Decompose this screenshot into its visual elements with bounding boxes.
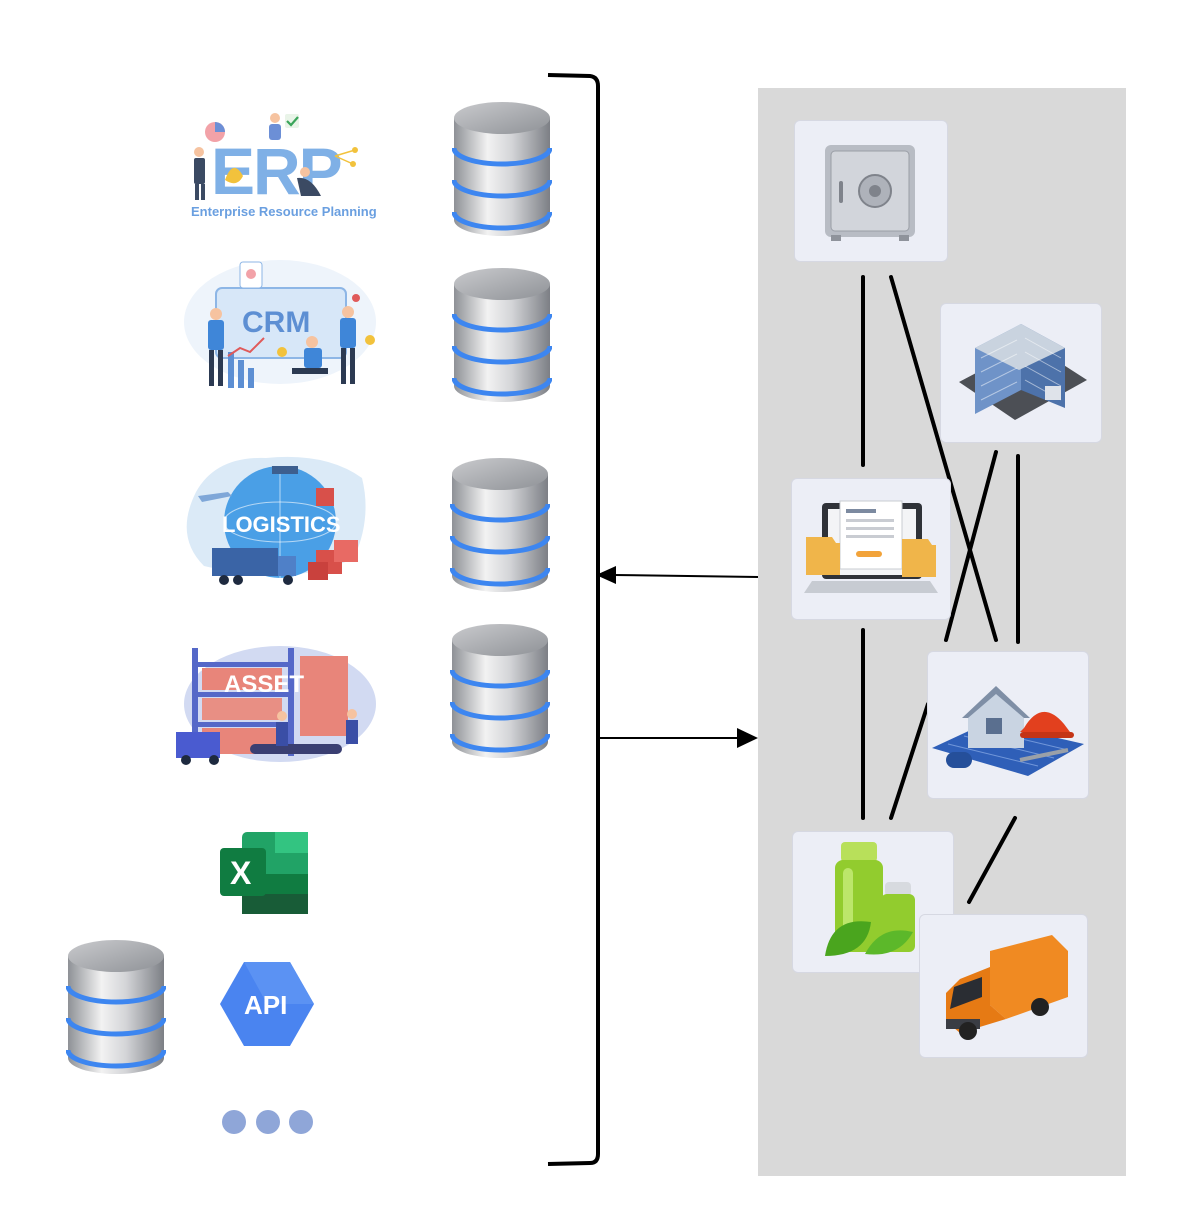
logistics-database-icon: [449, 456, 551, 596]
purchase-order-laptop-icon: [804, 500, 938, 593]
excel-icon: X: [218, 830, 310, 916]
arrow-inbound: [613, 574, 759, 578]
logistics-illustration: LOGISTICS: [176, 452, 376, 592]
bracket: [547, 73, 600, 1166]
erp-subtitle: Enterprise Resource Planning: [191, 204, 377, 219]
excel-letter: X: [230, 855, 252, 891]
generic-database-icon: [65, 938, 167, 1078]
erp-database-icon: [451, 100, 553, 240]
office-building-node[interactable]: [940, 303, 1102, 443]
api-label: API: [244, 990, 287, 1020]
api-icon: API: [218, 960, 316, 1048]
safe-node[interactable]: [794, 120, 948, 262]
purchase-order-node[interactable]: [791, 478, 951, 620]
erp-illustration: ERP Enterprise Resource Planning: [185, 108, 385, 226]
crm-title: CRM: [242, 306, 310, 339]
delivery-van-node[interactable]: [919, 914, 1088, 1058]
arrow-inbound-head: [596, 566, 616, 584]
asset-title: ASSET: [224, 671, 304, 698]
asset-database-icon: [449, 622, 551, 762]
crm-database-icon: [451, 266, 553, 406]
green-product-icon: [825, 842, 915, 956]
house-blueprint-node[interactable]: [927, 651, 1089, 799]
logistics-title: LOGISTICS: [222, 512, 341, 537]
crm-illustration: CRM: [180, 252, 380, 392]
house-blueprint-icon: [932, 686, 1084, 776]
ellipsis-dots-icon: [220, 1108, 316, 1136]
safe-icon: [825, 145, 915, 241]
arrow-outbound-head: [737, 728, 758, 748]
asset-illustration: ASSET: [170, 640, 376, 768]
office-building-icon: [959, 324, 1087, 420]
delivery-van-icon: [946, 935, 1068, 1040]
